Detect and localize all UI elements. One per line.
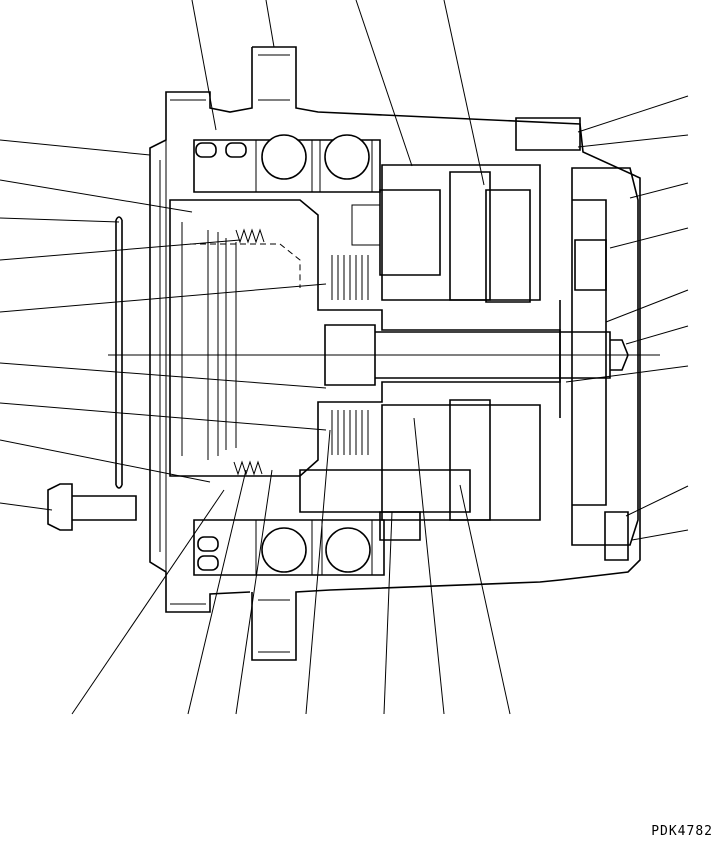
drawing-code: PDK4782 <box>651 824 713 839</box>
lower-ball-bearings <box>194 520 384 575</box>
end-cover <box>516 118 638 560</box>
gear-train <box>300 165 540 540</box>
housing-outline <box>150 47 640 660</box>
main-shaft <box>108 332 660 378</box>
leader-lines <box>0 0 688 714</box>
o-ring-seal <box>116 217 122 488</box>
mounting-bolt <box>48 484 136 530</box>
upper-ball-bearings <box>194 135 380 192</box>
